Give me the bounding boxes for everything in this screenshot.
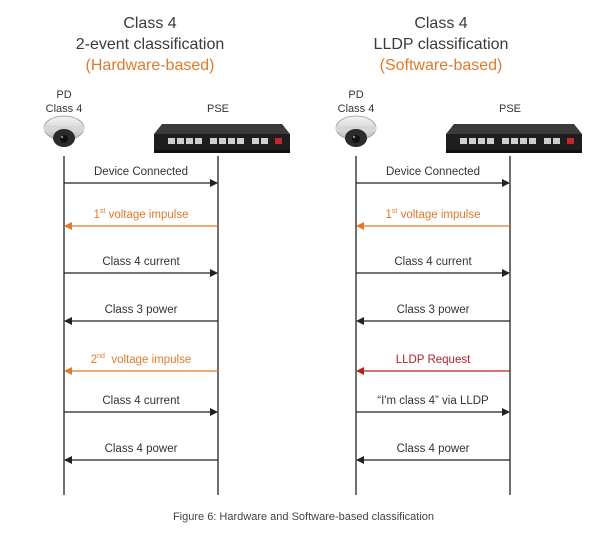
left-message-label-6: Class 4 current [102,395,180,407]
right-message-label-4: Class 3 power [397,304,470,316]
left-message-label-4: Class 3 power [105,304,178,316]
left-message-label-1: Device Connected [94,166,188,178]
right-pd-label: PD Class 4 [337,89,375,115]
left-pse-label: PSE [206,103,229,115]
right-pd-camera-icon [335,115,377,147]
right-title-line3: (Software-based) [379,57,503,74]
left-messages: Device Connected 1st voltage impulseClass… [64,166,218,464]
left-title: Class 4 2-event classification (Hardware… [30,13,270,76]
left-title-line2: 2-event classification [75,36,225,53]
right-pse-label: PSE [498,103,521,115]
left-message-label-7: Class 4 power [105,443,178,455]
left-pd-label: PD Class 4 [45,89,83,115]
right-message-label-1: Device Connected [386,166,480,178]
right-message-label-7: Class 4 power [397,443,470,455]
right-pse-switch-icon [446,124,582,153]
right-title: Class 4 LLDP classification (Software-ba… [321,13,561,76]
left-message-label-2: 1st voltage impulse [94,208,189,221]
left-title-line3: (Hardware-based) [85,57,215,74]
left-pd-camera-icon [43,115,85,147]
right-title-accent: Software-based [384,57,498,74]
left-message-label-3: Class 4 current [102,256,180,268]
figure-caption: Figure 6: Hardware and Software-based cl… [172,511,435,523]
right-title-line2: LLDP classification [373,36,509,53]
right-message-label-2: 1st voltage impulse [386,208,481,221]
right-title-line1: Class 4 [414,15,468,32]
left-title-accent: Hardware-based [90,57,210,74]
left-pse-switch-icon [154,124,290,153]
right-message-label-5: LLDP Request [396,354,471,366]
left-title-line1: Class 4 [123,15,177,32]
right-message-label-3: Class 4 current [394,256,472,268]
right-messages: Device Connected 1st voltage impulseClass… [356,166,510,464]
left-message-label-5: 2nd voltage impulse [91,353,192,366]
right-message-label-6: “I'm class 4” via LLDP [377,395,489,407]
